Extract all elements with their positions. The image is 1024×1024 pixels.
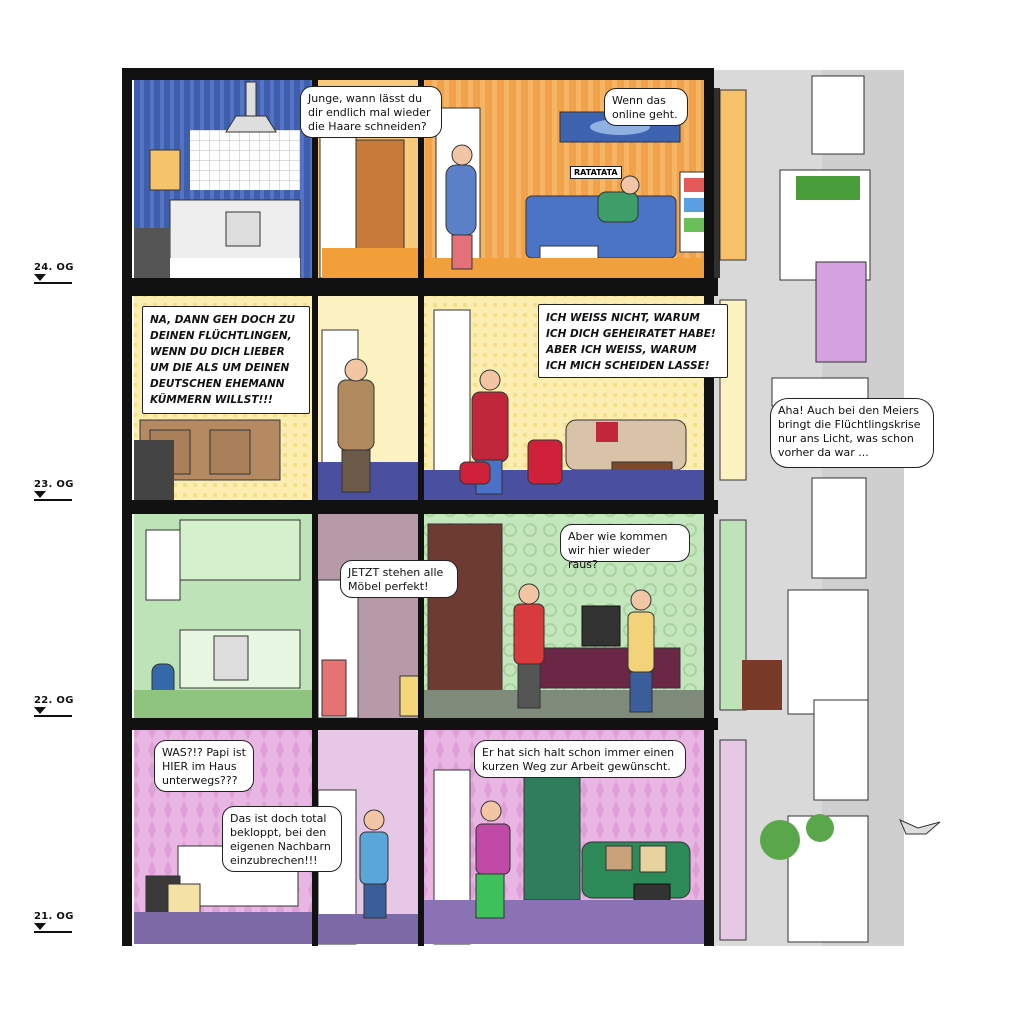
thought-bubble-meiers: Aha! Auch bei den Meiers bringt die Flüc… xyxy=(770,398,934,468)
floor-label: 23. OG xyxy=(34,479,74,490)
speech-bubble-papi: WAS?!? Papi ist HIER im Haus unterwegs??… xyxy=(154,740,254,792)
floor-arrow-icon xyxy=(34,707,46,714)
floor-label: 22. OG xyxy=(34,695,74,706)
floor-line xyxy=(34,931,72,933)
floor-line xyxy=(34,282,72,284)
speech-bubble-get-out: Aber wie kommen wir hier wieder raus? xyxy=(560,524,690,571)
sound-effect-ratatata: RATATATA xyxy=(570,166,622,179)
floor-marker-23: 23. OG xyxy=(34,479,74,501)
speech-bubble-online: Wenn das online geht. xyxy=(604,88,688,126)
speech-bubble-haircut: Junge, wann lässt du dir endlich mal wie… xyxy=(300,86,442,138)
floor-arrow-icon xyxy=(34,923,46,930)
shout-bubble-divorce: ICH WEISS NICHT, WARUM ICH DICH GEHEIRAT… xyxy=(538,304,728,378)
shout-bubble-refugees: NA, DANN GEH DOCH ZU DEINEN FLÜCHTLINGEN… xyxy=(142,306,310,414)
floor-arrow-icon xyxy=(34,491,46,498)
speech-bubble-bekloppt: Das ist doch total bekloppt, bei den eig… xyxy=(222,806,342,872)
floor-line xyxy=(34,715,72,717)
floor-label: 21. OG xyxy=(34,911,74,922)
floor-arrow-icon xyxy=(34,274,46,281)
speech-bubble-furniture: JETZT stehen alle Möbel perfekt! xyxy=(340,560,458,598)
floor-line xyxy=(34,499,72,501)
floor-label: 24. OG xyxy=(34,262,74,273)
floor-marker-21: 21. OG xyxy=(34,911,74,933)
floor-marker-22: 22. OG xyxy=(34,695,74,717)
speech-bubble-short-way: Er hat sich halt schon immer einen kurze… xyxy=(474,740,686,778)
floor-marker-24: 24. OG xyxy=(34,262,74,284)
